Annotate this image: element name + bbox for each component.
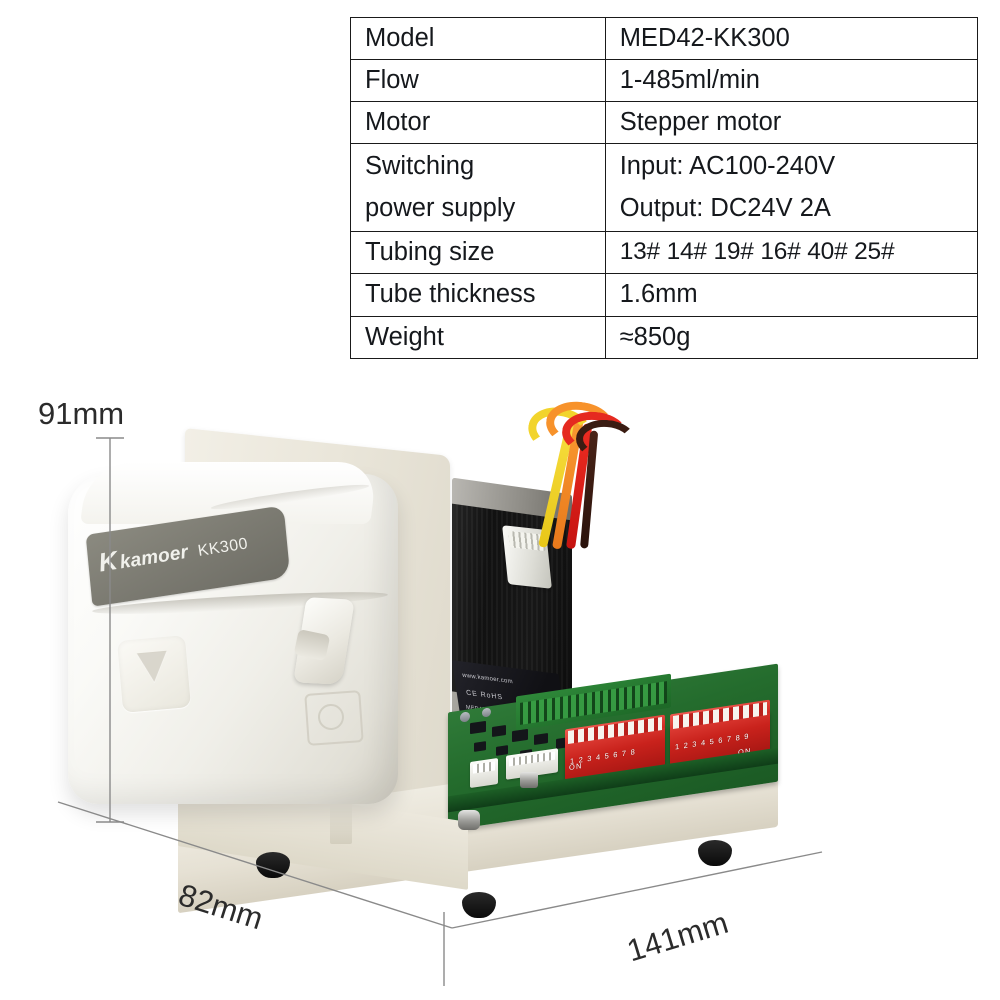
table-row: Model MED42-KK300 (350, 16, 979, 61)
metal-standoff (458, 810, 480, 830)
spec-value-motor: Stepper motor (604, 101, 979, 145)
spec-value-power-output: Output: DC24V 2A (619, 194, 831, 223)
spec-value-power-supply: Input: AC100-240V Output: DC24V 2A (604, 143, 979, 233)
kamoer-logo-icon: K (96, 544, 120, 578)
pcb-component (512, 728, 528, 743)
product-photo: www.kamoer.com CE RoHS MED42 1 2 3 4 5 6… (0, 397, 880, 1000)
spec-value-flow: 1-485ml/min (604, 59, 979, 103)
rubber-foot (698, 840, 732, 866)
spec-label-model: Model (350, 16, 606, 61)
spec-label-tubing-size: Tubing size (350, 231, 606, 275)
table-row: Flow 1-485ml/min (350, 59, 979, 103)
table-row: Motor Stepper motor (350, 101, 979, 145)
spec-value-model: MED42-KK300 (604, 16, 979, 61)
triangle-arrow-icon (136, 650, 170, 684)
table-row: Switching power supply Input: AC100-240V… (350, 143, 979, 233)
spec-label-weight: Weight (350, 315, 606, 359)
specification-table: Model MED42-KK300 Flow 1-485ml/min Motor… (350, 16, 979, 359)
pcb-component (470, 720, 486, 735)
spec-label-power-supply: Switching power supply (350, 143, 606, 233)
spec-value-tubing-size: 13# 14# 19# 16# 40# 25# (604, 231, 979, 275)
pcb-component (534, 732, 548, 746)
spec-label-flow: Flow (350, 59, 606, 103)
spec-label-tube-thickness: Tube thickness (350, 273, 606, 317)
spec-label-power-supply-line2: power supply (365, 194, 516, 223)
rubber-foot (462, 892, 496, 918)
spec-value-power-input: Input: AC100-240V (619, 152, 836, 181)
pcb-component (492, 724, 506, 738)
spec-value-weight: ≈850g (604, 315, 979, 359)
dimension-label-height: 91mm (38, 396, 125, 431)
spec-label-power-supply-line1: Switching (365, 152, 475, 181)
table-row: Tube thickness 1.6mm (350, 273, 979, 317)
pcb-component (496, 745, 508, 756)
pcb-component (474, 741, 486, 752)
metal-standoff (520, 772, 538, 788)
spec-label-motor: Motor (350, 101, 606, 145)
table-row: Tubing size 13# 14# 19# 16# 40# 25# (350, 231, 979, 275)
table-row: Weight ≈850g (350, 315, 979, 359)
spec-value-tube-thickness: 1.6mm (604, 273, 979, 317)
